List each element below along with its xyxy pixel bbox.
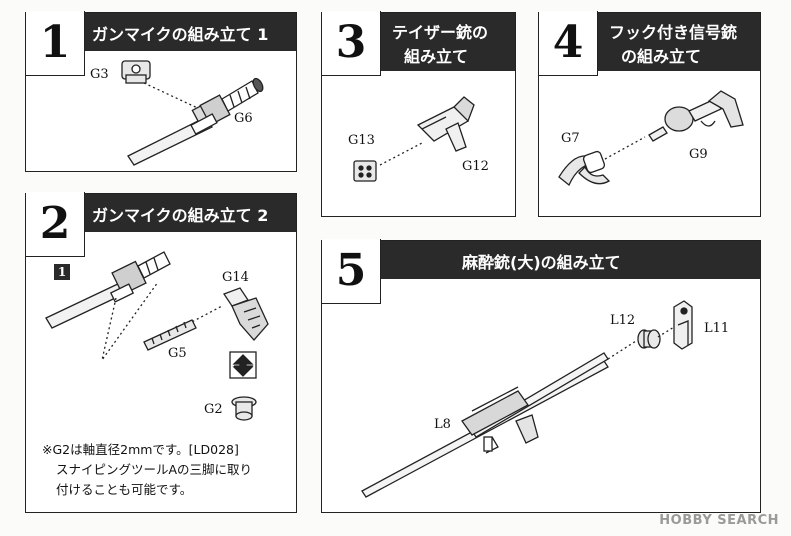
- panel-step-4: 4 フック付き信号銃 の組み立て G7 G9: [538, 11, 761, 217]
- panel-4-title-line-1: フック付き信号銃: [609, 23, 738, 42]
- panel-5-title: 麻酔銃(大)の組み立て: [462, 253, 621, 272]
- part-g7: [558, 150, 611, 187]
- label-g12: G12: [462, 159, 489, 174]
- step-number-5: 5: [322, 239, 381, 304]
- label-g6: G6: [234, 111, 253, 126]
- tranquilizer-rifle-illustration: [361, 300, 693, 498]
- panel-3-title-line-1: テイザー銃の: [392, 23, 489, 42]
- label-l12: L12: [610, 313, 636, 328]
- assembled-mic: [45, 251, 171, 329]
- panel-step-5: 5 麻酔銃(大)の組み立て L12 L11 L8: [321, 239, 761, 513]
- label-g14: G14: [222, 270, 249, 285]
- panel-5-header: [322, 241, 760, 279]
- flare-gun-illustration: [558, 90, 744, 187]
- part-g14: [223, 287, 269, 341]
- note-line-1: ※G2は軸直径2mmです。[LD028]: [42, 442, 239, 457]
- reference-badge-1: 1: [54, 264, 70, 280]
- label-g3: G3: [90, 67, 109, 82]
- panel-step-2: 2 ガンマイクの組み立て 2 1: [25, 192, 297, 513]
- step-number-4: 4: [539, 11, 598, 76]
- label-l11: L11: [704, 321, 730, 336]
- gun-mic-illustration: [121, 60, 264, 166]
- part-l11: [673, 300, 693, 350]
- part-g6: [127, 77, 264, 166]
- note-line-2: スナイピングツールAの三脚に取り: [56, 462, 253, 477]
- part-g9: [648, 90, 744, 142]
- panel-step-1: 1 ガンマイクの組み立て 1 G3 G6: [25, 11, 297, 172]
- panel-1-title: ガンマイクの組み立て 1: [92, 25, 269, 44]
- panel-4-title-line-2: の組み立て: [621, 47, 702, 66]
- taser-illustration: [353, 96, 475, 182]
- part-g5: [143, 319, 197, 351]
- step-number-3: 3: [322, 11, 381, 76]
- label-g9: G9: [689, 147, 708, 162]
- label-g7: G7: [561, 131, 580, 146]
- arrow-up-down-icon: [229, 351, 257, 379]
- gun-mic-grip-illustration: [45, 251, 269, 421]
- panel-3-title-line-2: 組み立て: [404, 47, 469, 66]
- part-g13: [353, 160, 377, 182]
- part-g2: [231, 396, 257, 421]
- part-l8: [361, 352, 609, 498]
- panel-step-3: 3 テイザー銃の 組み立て G13 G12: [321, 11, 516, 217]
- label-l8: L8: [434, 417, 451, 432]
- panel-2-title: ガンマイクの組み立て 2: [92, 206, 269, 225]
- part-g12: [416, 96, 475, 152]
- step-number-2: 2: [26, 192, 85, 257]
- label-g5: G5: [168, 346, 187, 361]
- part-g3: [121, 60, 151, 84]
- part-l12: [637, 329, 661, 349]
- watermark: HOBBY SEARCH: [659, 513, 779, 528]
- label-g2: G2: [204, 402, 223, 417]
- step-number-1: 1: [26, 11, 85, 76]
- label-g13: G13: [348, 133, 375, 148]
- note-line-3: 付けることも可能です。: [56, 482, 193, 497]
